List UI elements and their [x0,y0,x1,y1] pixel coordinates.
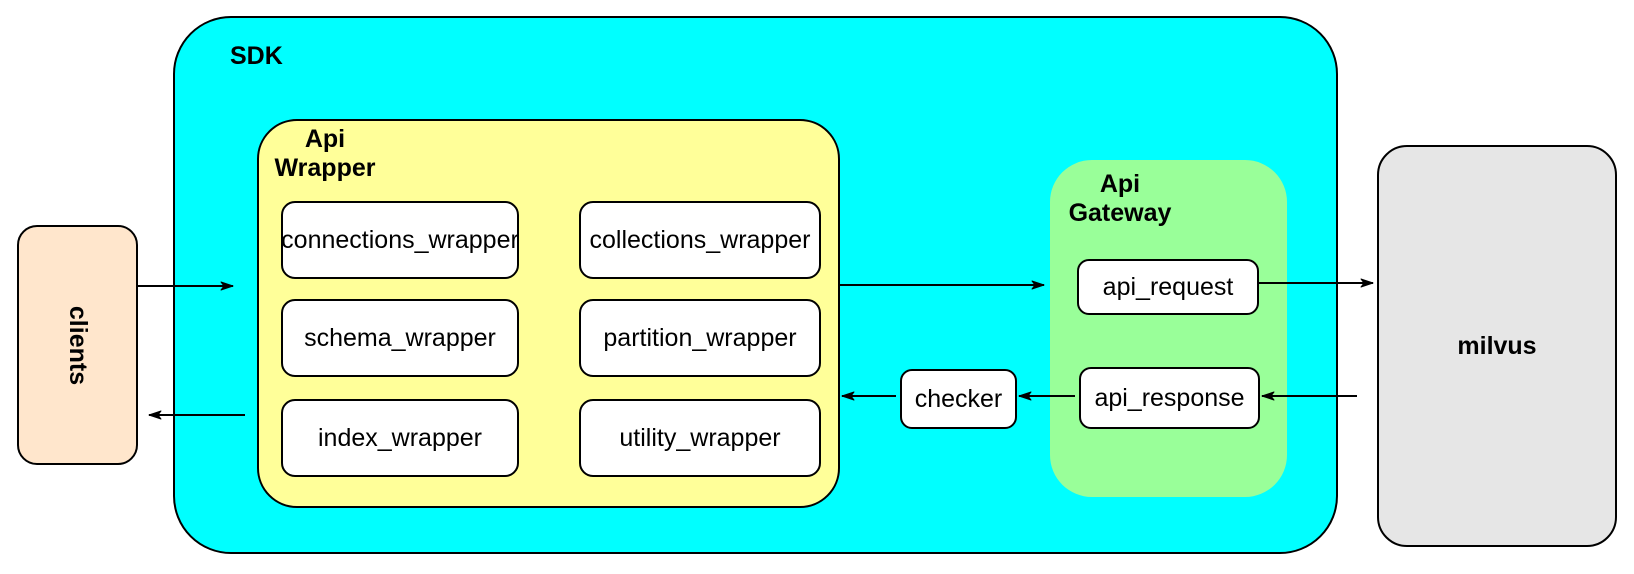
checker-label: checker [914,384,1003,413]
schema-wrapper-box: schema_wrapper [281,299,519,377]
api-gateway-group: Api Gateway api_request api_response [1050,160,1287,497]
checker-box: checker [900,369,1017,429]
milvus-label: milvus [1457,331,1537,360]
api-response-label: api_response [1094,383,1245,412]
index-wrapper-label: index_wrapper [318,423,482,452]
collections-wrapper-label: collections_wrapper [589,225,811,254]
index-wrapper-box: index_wrapper [281,399,519,477]
sdk-label: SDK [230,42,283,70]
utility-wrapper-box: utility_wrapper [579,399,821,477]
sdk-container: SDK Api Wrapper connections_wrapper coll… [173,16,1338,554]
partition-wrapper-box: partition_wrapper [579,299,821,377]
api-request-box: api_request [1077,259,1259,315]
api-gateway-title-line2: Gateway [1068,199,1172,227]
api-gateway-title-line1: Api [1099,170,1141,198]
api-wrapper-title: Api Wrapper [267,125,383,183]
api-wrapper-title-line1: Api [304,125,346,153]
partition-wrapper-label: partition_wrapper [603,323,797,352]
api-response-box: api_response [1079,367,1260,429]
clients-node: clients [17,225,138,465]
api-wrapper-title-line2: Wrapper [274,154,376,182]
api-wrapper-group: Api Wrapper connections_wrapper collecti… [257,119,840,508]
utility-wrapper-label: utility_wrapper [619,423,781,452]
collections-wrapper-box: collections_wrapper [579,201,821,279]
connections-wrapper-label: connections_wrapper [281,225,519,254]
api-request-label: api_request [1102,272,1234,301]
api-gateway-title: Api Gateway [1062,170,1178,228]
milvus-node: milvus [1377,145,1617,547]
connections-wrapper-box: connections_wrapper [281,201,519,279]
schema-wrapper-label: schema_wrapper [304,323,496,352]
clients-label: clients [63,305,92,385]
